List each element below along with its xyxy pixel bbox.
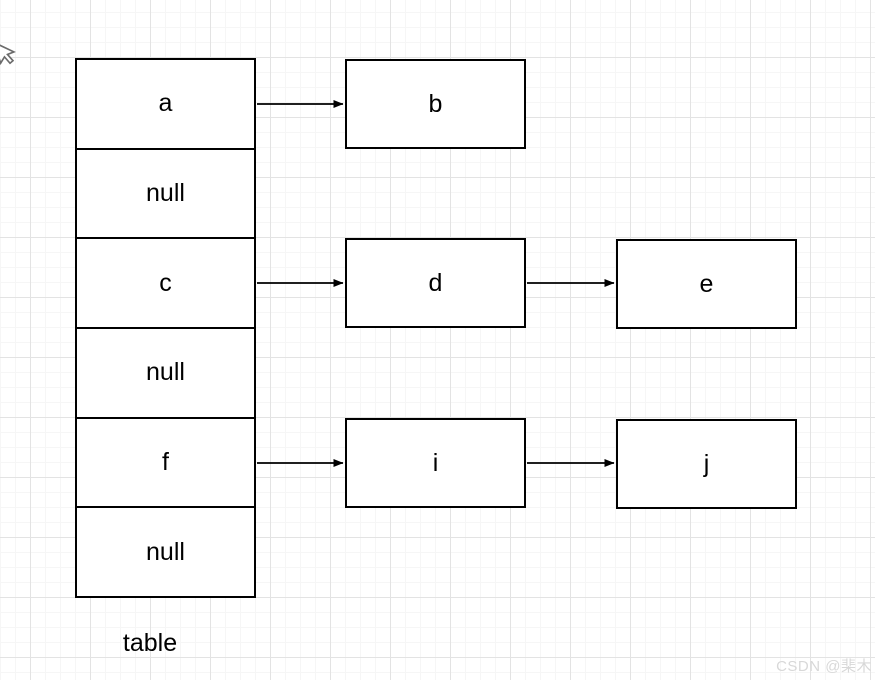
table-caption: table (122, 629, 178, 657)
watermark-text: CSDN @棐木 (776, 658, 872, 675)
bucket-cell-2: c (77, 239, 254, 330)
list-node-b: b (345, 59, 526, 149)
mouse-cursor-icon (0, 40, 16, 66)
hash-table-array: a null c null f null (75, 58, 256, 598)
bucket-cell-4: f (77, 419, 254, 509)
bucket-cell-5: null (146, 537, 185, 566)
list-node-i: i (345, 418, 526, 508)
list-node-e: e (616, 239, 797, 329)
bucket-cell-1: null (77, 150, 254, 240)
bucket-cell-3: null (77, 329, 254, 419)
list-node-d: d (345, 238, 526, 328)
list-node-j: j (616, 419, 797, 509)
bucket-cell-0: a (77, 60, 254, 150)
